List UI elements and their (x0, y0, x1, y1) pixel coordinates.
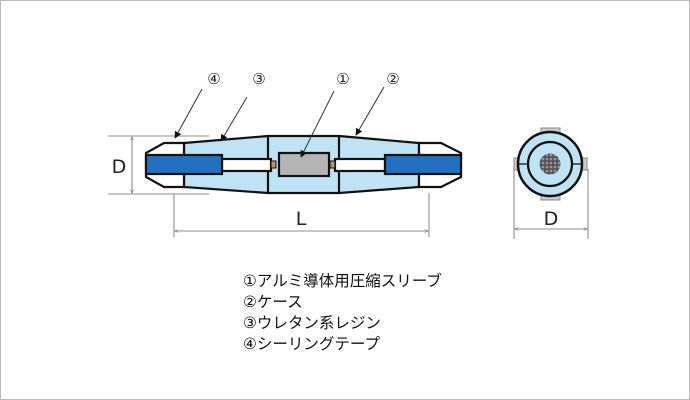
legend: ①アルミ導体用圧縮スリーブ ②ケース ③ウレタン系レジン ④シーリングテープ (243, 271, 442, 355)
callout-1: ① (336, 70, 349, 88)
joint-body (144, 134, 463, 195)
callout-4: ④ (207, 70, 220, 88)
dimension-d-label: D (112, 156, 127, 178)
dimension-lines (108, 135, 589, 239)
conductor-left (220, 157, 273, 173)
legend-item: ③ウレタン系レジン (243, 314, 381, 332)
cable-right (383, 153, 463, 176)
dimension-l-label: L (296, 208, 307, 230)
end-view-d-label: D (544, 208, 559, 230)
callout-3: ③ (252, 70, 265, 88)
cable-left (144, 153, 224, 176)
leader-lines (174, 86, 385, 158)
conductor-right (333, 157, 387, 173)
end-view (513, 127, 588, 201)
compression-sleeve (277, 151, 331, 178)
legend-item: ②ケース (243, 293, 303, 311)
callout-2: ② (386, 70, 399, 88)
legend-item: ④シーリングテープ (243, 335, 380, 353)
legend-item: ①アルミ導体用圧縮スリーブ (243, 272, 442, 290)
